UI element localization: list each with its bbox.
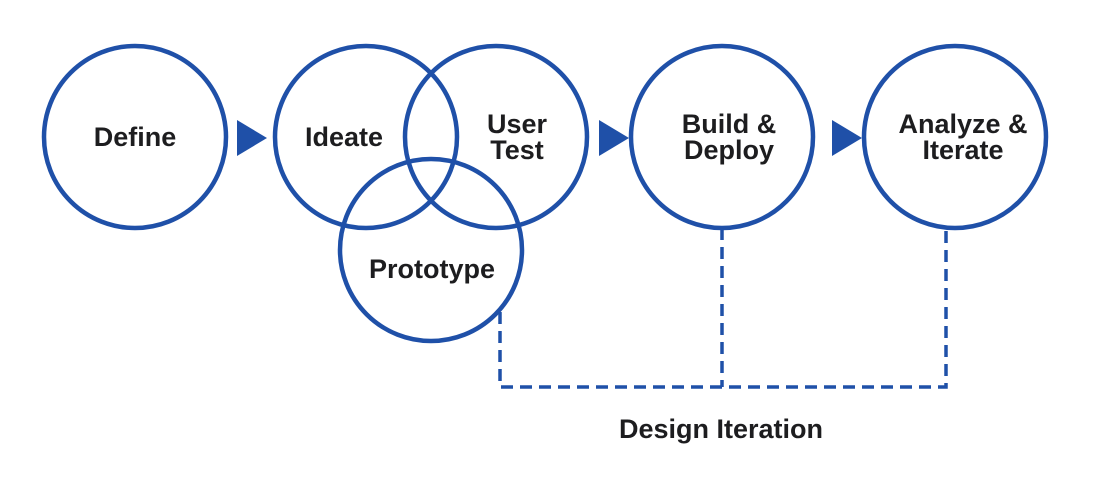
prototype-circle xyxy=(337,156,525,344)
design-iteration-caption: Design Iteration xyxy=(619,414,823,444)
user-test-circle xyxy=(402,43,590,231)
arrow-define-to-ideate xyxy=(237,120,267,156)
user-test-label-line2: Test xyxy=(490,135,544,165)
prototype-label: Prototype xyxy=(369,254,495,284)
build-deploy-label-line2: Deploy xyxy=(684,135,774,165)
define-circle xyxy=(41,43,229,231)
analyze-iterate-circle xyxy=(861,43,1049,231)
user-test-label-line1: User xyxy=(487,109,548,139)
build-deploy-label-line1: Build & xyxy=(682,109,777,139)
ideate-label: Ideate xyxy=(305,122,383,152)
arrow-usertest-to-build xyxy=(599,120,629,156)
analyze-iterate-label-line1: Analyze & xyxy=(898,109,1027,139)
ideate-circle xyxy=(272,43,460,231)
define-label: Define xyxy=(94,122,177,152)
analyze-iterate-label-line2: Iterate xyxy=(922,135,1003,165)
arrow-build-to-analyze xyxy=(832,120,862,156)
